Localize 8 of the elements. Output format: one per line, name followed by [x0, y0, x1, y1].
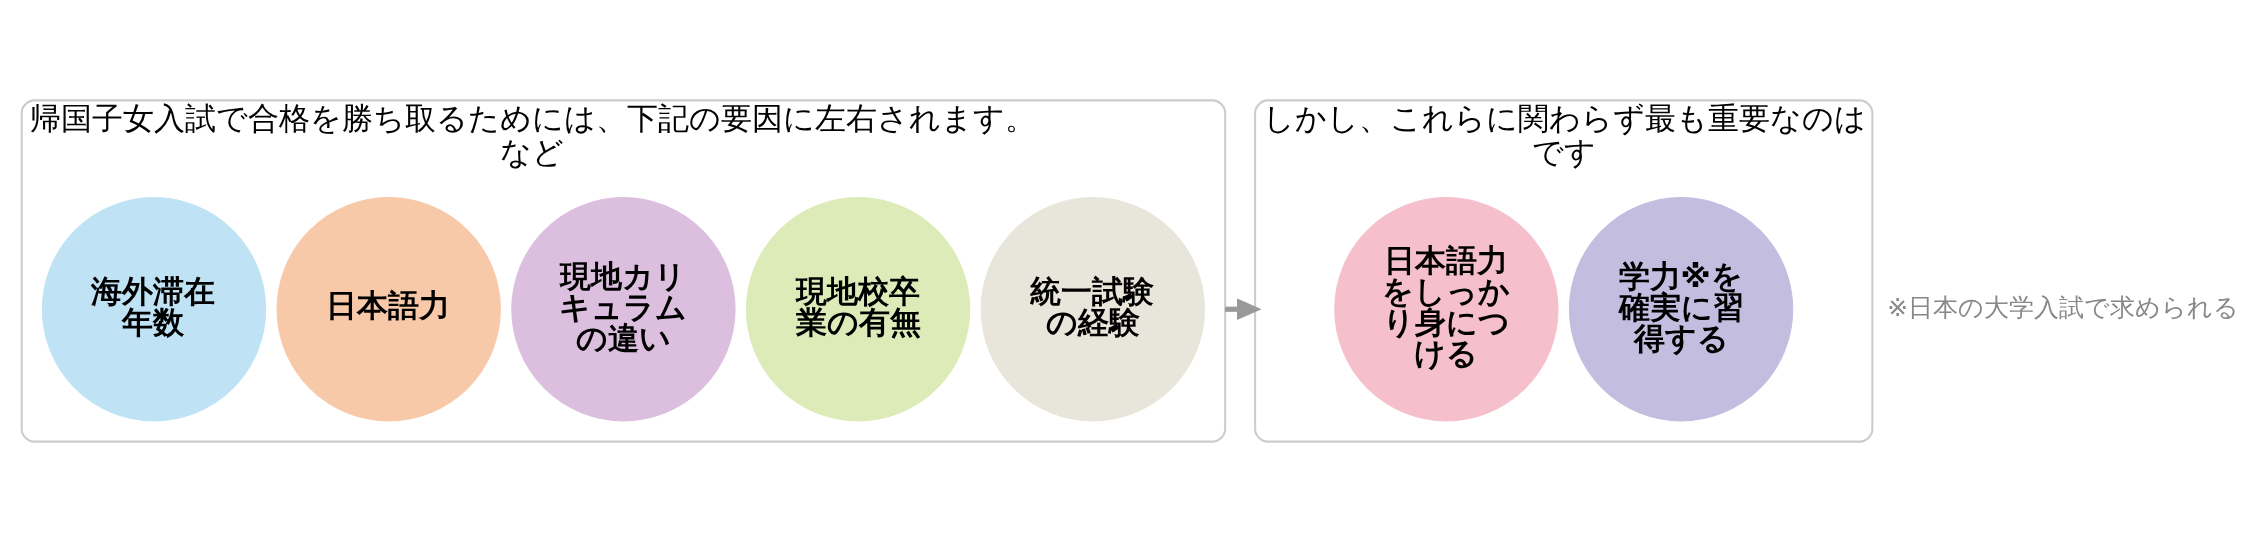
- node-circle: 学力※を確実に習得する: [1568, 197, 1794, 422]
- node-circle: 日本語力: [276, 197, 501, 422]
- node-circle: 日本語力をしっかり身につける: [1334, 197, 1559, 422]
- node-circle: 現地カリキュラムの違い: [511, 197, 736, 422]
- node-circle: 現地校卒業の有無: [745, 197, 971, 422]
- node-circle: 統一試験の経験: [980, 197, 1205, 422]
- node-circle: 海外滞在年数: [41, 197, 267, 422]
- label: ※日本の大学入試で求められる: [1887, 292, 2239, 322]
